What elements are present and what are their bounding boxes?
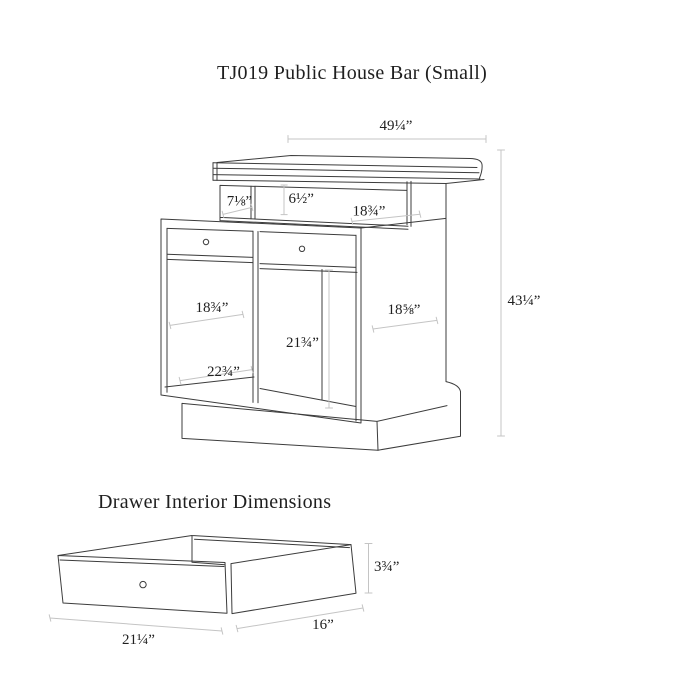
bar-dimension-lines <box>168 135 505 437</box>
dim-line-cubby-height <box>280 184 288 216</box>
drawer-back-and-interior <box>57 535 352 566</box>
bar-base-and-side-panel <box>181 183 461 451</box>
countertop-left-endcap <box>212 162 218 181</box>
dim-line-drawer-depth <box>235 604 365 633</box>
dim-line-right-cabinet-height <box>325 269 333 409</box>
bar-cabinet <box>160 217 447 424</box>
dim-label-drawer-height: 3¾” <box>374 559 399 575</box>
cabinet-face-frame <box>166 227 357 422</box>
drawer-knob-left <box>202 238 210 246</box>
bar-dimension-labels: 49¼” 43¼” 7⅛” 6½” 18¾” 18¾” 22¾” 21¾” 18… <box>196 118 541 380</box>
drawer-front-face <box>57 555 228 614</box>
dim-line-cubby-width <box>221 203 254 219</box>
cabinet-interior-lines <box>164 269 357 407</box>
drawer-fronts <box>166 227 358 273</box>
dim-line-overall-height <box>497 149 505 437</box>
drawer-dimension-labels: 21¼” 16” 3¾” <box>122 559 399 648</box>
drawer-knob <box>139 580 147 589</box>
countertop-top-surface <box>212 155 483 179</box>
dim-line-left-cabinet-width <box>168 310 245 330</box>
drawer-diagram: Drawer Interior Dimensions 21¼” 16” 3¾” <box>48 491 399 648</box>
dim-line-left-cabinet-depth <box>178 365 254 385</box>
dim-label-side-panel-depth: 18⅝” <box>388 302 421 318</box>
drawer-knob-right <box>298 245 306 253</box>
dim-label-overall-height: 43¼” <box>508 293 541 309</box>
drawer-box <box>57 535 357 615</box>
dim-label-right-cabinet-height: 21¾” <box>286 335 319 351</box>
plinth-outline <box>181 402 448 451</box>
dim-label-left-cabinet-width: 18¾” <box>196 300 229 316</box>
dim-line-side-panel-depth <box>371 316 439 333</box>
dim-line-overall-width <box>287 135 487 143</box>
dim-label-drawer-width: 21¼” <box>122 632 155 648</box>
dim-label-left-cabinet-depth: 22¾” <box>207 364 240 380</box>
dim-line-drawer-width <box>48 614 224 635</box>
hutch-divider <box>250 185 256 220</box>
dim-label-drawer-depth: 16” <box>312 617 334 633</box>
hutch-outline <box>219 180 412 230</box>
countertop-moldings <box>212 167 485 184</box>
bar-hutch-shelf <box>219 180 412 230</box>
drawer-section-title: Drawer Interior Dimensions <box>98 491 331 513</box>
dim-label-cubby-height: 6½” <box>289 191 314 207</box>
drawer-dimension-lines <box>48 543 373 635</box>
side-panel-edge <box>377 183 461 451</box>
bar-countertop <box>212 155 485 184</box>
dim-label-cubby-width: 7⅛” <box>227 194 252 210</box>
dim-line-drawer-height <box>364 543 373 594</box>
bar-diagram: TJ019 Public House Bar (Small) <box>160 62 541 451</box>
dim-line-counter-depth <box>350 210 422 226</box>
dim-label-counter-depth: 18¾” <box>353 204 386 220</box>
page-title: TJ019 Public House Bar (Small) <box>217 62 487 84</box>
dim-label-overall-width: 49¼” <box>380 118 413 134</box>
drawer-right-side <box>230 544 357 615</box>
cabinet-outline <box>160 217 447 424</box>
